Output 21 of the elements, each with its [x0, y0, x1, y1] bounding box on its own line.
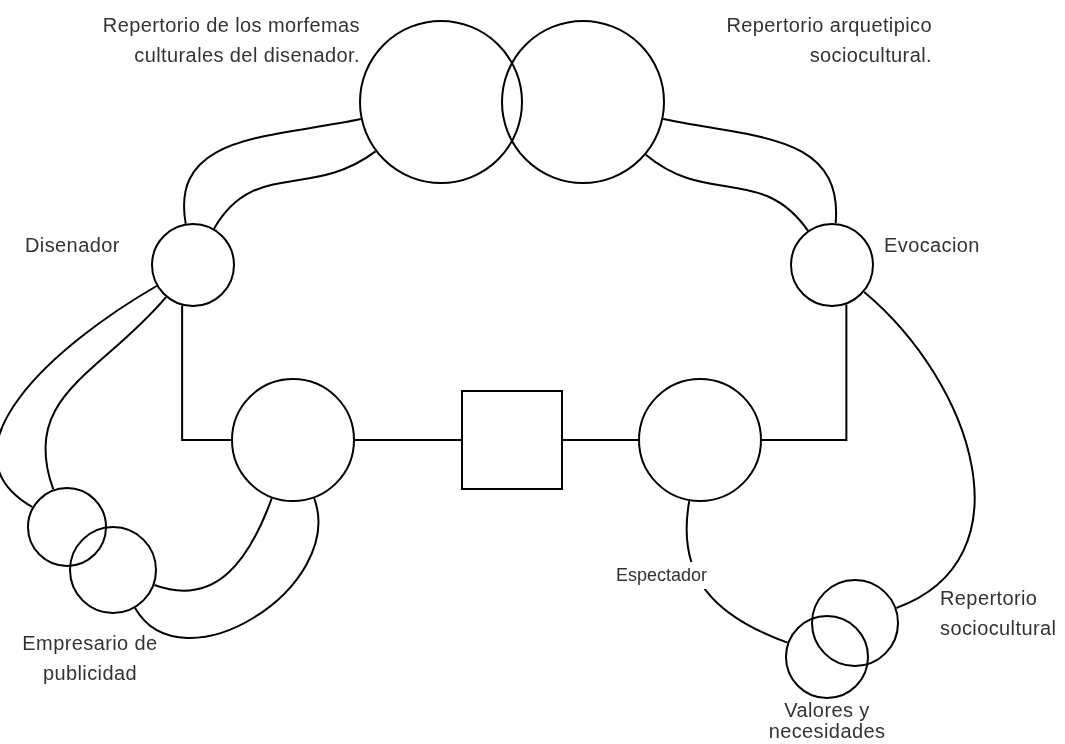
connector-line — [761, 303, 848, 441]
connector-line — [183, 118, 362, 225]
node-caption: Evocacion — [884, 233, 981, 258]
node-caption: Disenador — [25, 233, 121, 258]
node-caption: Empresario de publicidad — [21, 631, 159, 686]
connector-line — [44, 296, 167, 491]
connector-line — [662, 118, 837, 225]
connector-line — [134, 497, 320, 639]
node-caption: Repertorio arquetipico sociocultural. — [725, 13, 932, 68]
connector-line — [0, 285, 158, 508]
connector-line — [153, 497, 273, 592]
node-caption: Repertorio sociocultural — [940, 586, 1058, 641]
connector-line — [863, 291, 976, 609]
connector-line — [354, 439, 462, 441]
connector-line — [213, 150, 377, 230]
connector-line — [644, 153, 809, 232]
connector-line — [562, 439, 639, 441]
node-caption: Repertorio de los morfemas culturales del disenador. — [101, 13, 360, 68]
connector-line — [181, 304, 232, 441]
node-caption: Valores y necesidades — [767, 700, 887, 742]
square-box — [461, 390, 563, 490]
